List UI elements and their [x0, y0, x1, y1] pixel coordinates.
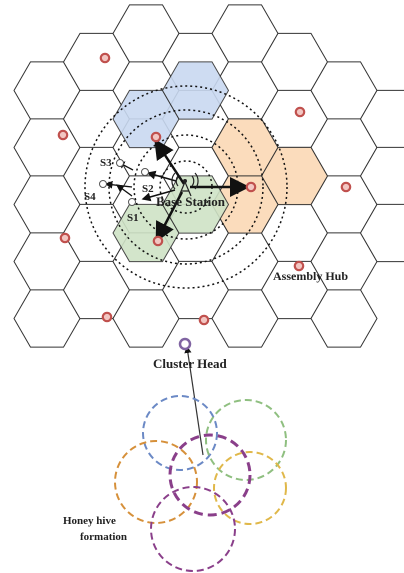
assembly-hub-node [340, 181, 352, 193]
assembly-hub-node [99, 52, 111, 64]
arrow-s2 [146, 170, 177, 182]
arrow-to-upper-hub [154, 138, 186, 185]
sensor-s4-icon [99, 180, 107, 188]
hive-circle-green [205, 399, 287, 481]
sensor-nodes [99, 159, 149, 206]
assembly-hub-nodes [57, 52, 352, 326]
hex-cell [310, 289, 378, 348]
arrow-cluster-head [184, 345, 204, 456]
arrow-s1-left [115, 184, 133, 197]
hive-circle-orange-left [114, 440, 198, 524]
hex-cell-blue-zone [161, 61, 230, 120]
hex-cell [359, 146, 404, 206]
hex-cell [359, 89, 404, 149]
assembly-hub-node [198, 314, 210, 326]
assembly-hub-node [152, 235, 164, 247]
base-station-icon [171, 172, 199, 197]
label-formation: formation [80, 531, 127, 543]
label-cluster-head: Cluster Head [153, 356, 228, 371]
cluster-head-node [178, 337, 192, 351]
assembly-hub-node [245, 181, 257, 193]
assembly-hub-node [59, 232, 71, 244]
label-honey-hive: Honey hive [63, 515, 116, 527]
sensor-s2-icon [141, 168, 149, 176]
label-s2: S2 [142, 183, 154, 195]
hive-circle-purple-bottom [150, 486, 236, 572]
hex-cell-green-zone [161, 175, 230, 234]
hive-circle-blue [142, 395, 218, 471]
honey-hive-circles [114, 395, 287, 572]
hexagon-grid [13, 4, 404, 348]
sensor-s1-icon [128, 198, 136, 206]
label-s1: S1 [127, 212, 139, 224]
label-s4: S4 [84, 191, 96, 203]
link-arrows [104, 138, 250, 456]
arrow-s1 [141, 189, 176, 202]
assembly-hub-node [294, 106, 306, 118]
assembly-hub-node [293, 260, 305, 272]
label-s3: S3 [100, 157, 112, 169]
coverage-ring-outer [84, 85, 288, 289]
hive-circle-purple-center [168, 433, 252, 517]
hive-circle-yellow-right [213, 451, 287, 525]
label-base-station: Base Station [156, 194, 226, 209]
hex-cell [359, 203, 404, 263]
assembly-hub-node [150, 131, 162, 143]
arrow-to-lower-hub [155, 191, 184, 243]
sensor-s3-icon [116, 159, 124, 167]
assembly-hub-node [101, 311, 113, 323]
assembly-hub-node [57, 129, 69, 141]
label-assembly-hub: Assembly Hub [273, 269, 348, 283]
